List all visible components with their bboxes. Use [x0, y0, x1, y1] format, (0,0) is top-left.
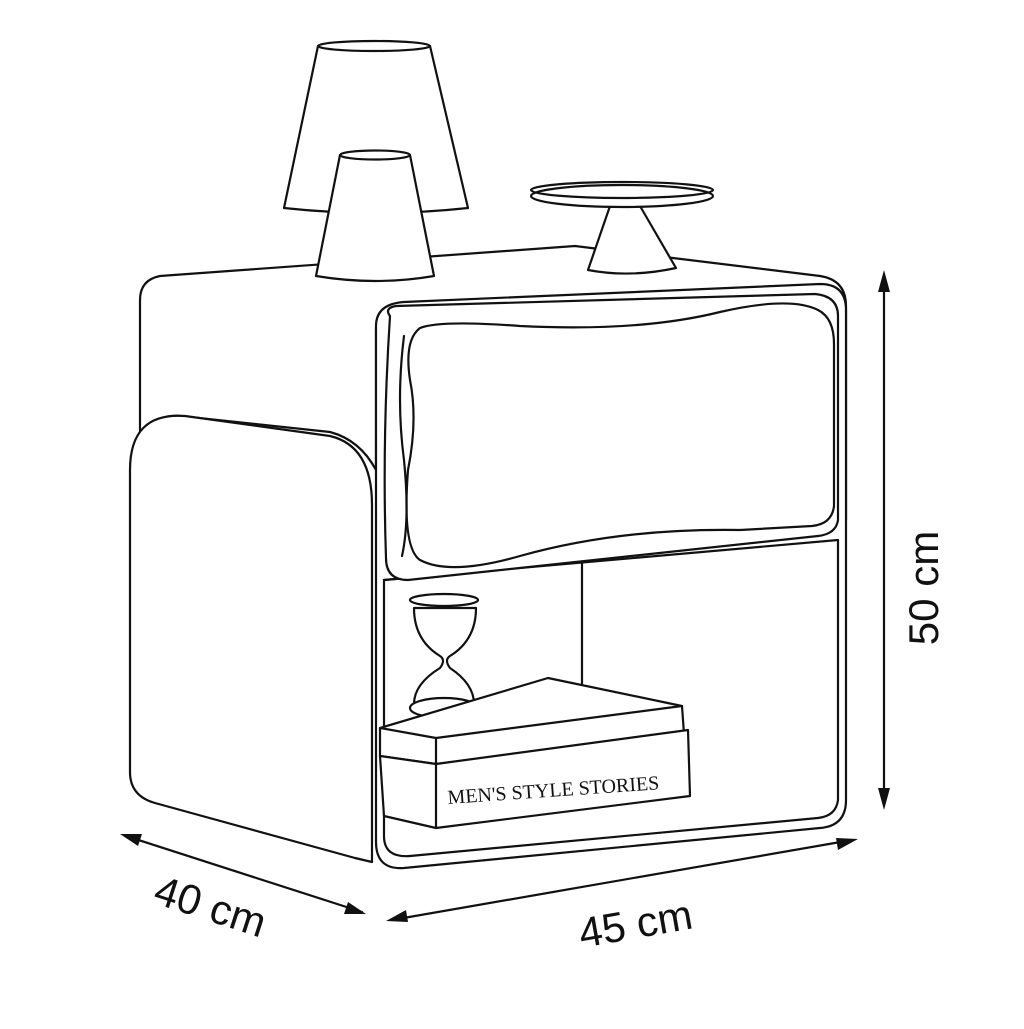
cake-stand — [529, 180, 715, 275]
width-label: 45 cm — [575, 891, 696, 957]
book-stack — [378, 676, 692, 830]
height-label: 50 cm — [900, 531, 947, 645]
table-lamp — [282, 39, 470, 283]
width-dimension-arrow — [386, 838, 858, 922]
drawer — [383, 292, 840, 582]
depth-dimension-arrow — [120, 834, 366, 914]
height-dimension-arrow — [878, 270, 890, 810]
